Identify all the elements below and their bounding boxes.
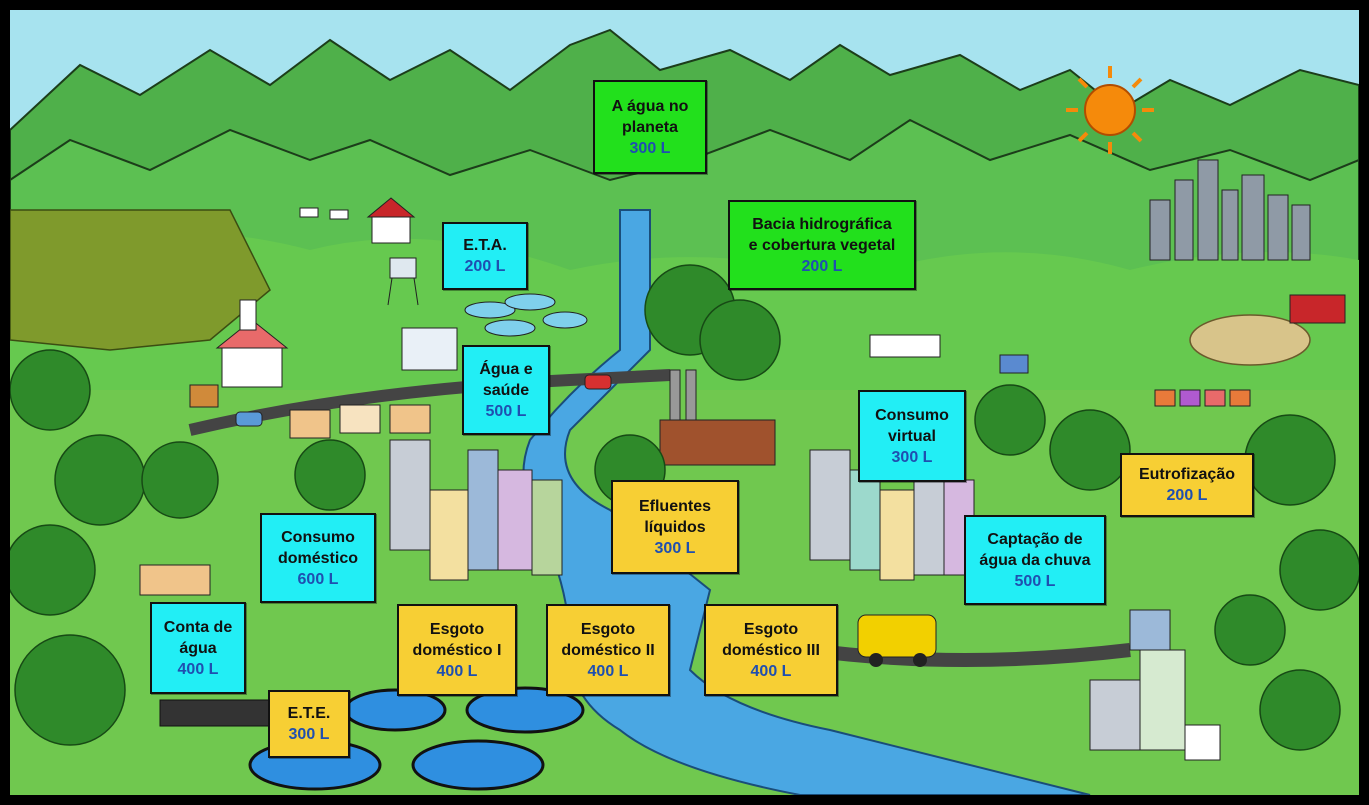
sun	[1066, 66, 1154, 154]
card-title: Captação de	[987, 530, 1083, 548]
card-value: 400 L	[177, 660, 219, 678]
cows	[299, 207, 349, 220]
topic-card-agua-no-planeta[interactable]: A água no planeta 300 L	[593, 80, 707, 174]
road-right	[809, 643, 1131, 667]
card-value: 600 L	[297, 570, 339, 588]
card-title-2: água da chuva	[979, 551, 1091, 569]
blue-car	[235, 411, 263, 427]
hospital	[401, 327, 458, 371]
card-value: 300 L	[288, 726, 330, 743]
topic-card-ete[interactable]: E.T.E. 300 L	[268, 690, 350, 758]
card-title-2: virtual	[887, 427, 936, 445]
card-value: 500 L	[485, 402, 527, 420]
card-title-2: saúde	[482, 381, 530, 399]
card-value: 200 L	[801, 257, 843, 275]
card-value: 200 L	[464, 258, 506, 275]
card-title: E.T.A.	[463, 237, 507, 254]
card-title: Efluentes	[638, 497, 711, 515]
card-value: 300 L	[654, 539, 696, 557]
card-title-2: líquidos	[644, 518, 706, 536]
topic-card-eutrofizacao[interactable]: Eutrofização 200 L	[1120, 453, 1254, 517]
crop-field	[10, 209, 271, 351]
water-tower	[387, 257, 419, 306]
card-title: Água e	[479, 360, 533, 378]
houses-left	[139, 384, 431, 596]
distant-city	[1149, 159, 1311, 261]
church	[215, 299, 289, 388]
card-title-2: e cobertura vegetal	[748, 236, 896, 254]
card-title: A água no	[611, 97, 689, 115]
card-title-2: doméstico III	[722, 641, 820, 659]
card-value: 400 L	[587, 662, 629, 680]
topic-card-consumo-virtual[interactable]: Consumo virtual 300 L	[858, 390, 966, 482]
card-value: 200 L	[1166, 487, 1208, 504]
topic-card-bacia-hidrografica[interactable]: Bacia hidrográfica e cobertura vegetal 2…	[728, 200, 916, 290]
topic-card-eta[interactable]: E.T.A. 200 L	[442, 222, 528, 290]
card-value: 500 L	[1014, 572, 1056, 590]
topic-card-conta-de-agua[interactable]: Conta de água 400 L	[150, 602, 246, 694]
card-title-2: doméstico I	[412, 641, 502, 659]
card-title: Esgoto	[743, 620, 799, 638]
topic-card-esgoto-domestico-1[interactable]: Esgoto doméstico I 400 L	[397, 604, 517, 696]
sewage-ponds	[248, 686, 585, 791]
school-bus	[857, 614, 937, 667]
factory	[659, 369, 776, 466]
eta-tanks	[464, 293, 588, 337]
topic-card-efluentes-liquidos[interactable]: Efluentes líquidos 300 L	[611, 480, 739, 574]
topic-card-captacao-agua-chuva[interactable]: Captação de água da chuva 500 L	[964, 515, 1106, 605]
red-barn	[1289, 294, 1346, 324]
sewage-tank	[159, 699, 281, 727]
topic-card-esgoto-domestico-2[interactable]: Esgoto doméstico II 400 L	[546, 604, 670, 696]
farm-house	[366, 197, 416, 244]
card-title: Consumo	[875, 406, 949, 424]
topic-card-esgoto-domestico-3[interactable]: Esgoto doméstico III 400 L	[704, 604, 838, 696]
card-title-2: doméstico II	[561, 641, 655, 659]
topic-card-agua-e-saude[interactable]: Água e saúde 500 L	[462, 345, 550, 435]
card-value: 400 L	[750, 662, 792, 680]
card-title: Consumo	[281, 528, 355, 546]
houses-right	[869, 334, 1251, 407]
houses-bottom-right	[1089, 609, 1221, 761]
card-title: Bacia hidrográfica	[752, 215, 892, 233]
card-value: 300 L	[891, 448, 933, 466]
card-title-2: planeta	[621, 118, 678, 136]
farmland	[1189, 314, 1311, 366]
game-board: A água no planeta 300 L Bacia hidrográfi…	[10, 10, 1359, 795]
card-title: Esgoto	[429, 620, 485, 638]
card-value: 300 L	[629, 139, 671, 157]
topic-card-consumo-domestico[interactable]: Consumo doméstico 600 L	[260, 513, 376, 603]
red-car	[584, 374, 612, 390]
card-value: 400 L	[436, 662, 478, 680]
card-title-2: doméstico	[277, 549, 358, 567]
card-title-2: água	[179, 639, 217, 657]
card-title: Eutrofização	[1138, 466, 1235, 483]
card-title: Conta de	[163, 618, 233, 636]
card-title: Esgoto	[580, 620, 636, 638]
card-title: E.T.E.	[287, 705, 331, 722]
trees	[10, 264, 1359, 751]
